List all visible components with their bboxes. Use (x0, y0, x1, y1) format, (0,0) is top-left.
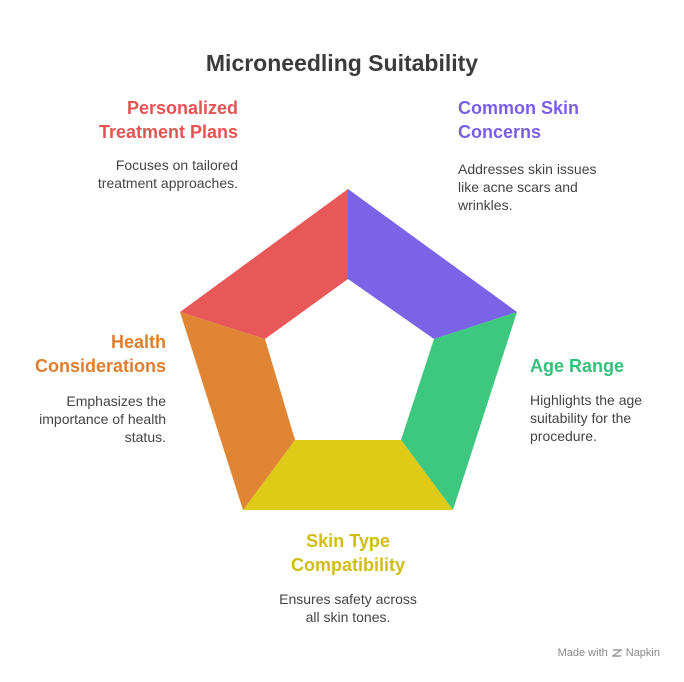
heading-personalized: Personalized Treatment Plans (98, 96, 238, 144)
heading-line: Concerns (458, 122, 542, 142)
description-age: Highlights the age suitability for the p… (530, 391, 642, 445)
diagram-title: Microneedling Suitability (205, 50, 479, 76)
block-concerns: Common Skin Concerns Addresses skin issu… (458, 96, 597, 214)
heading-line: Common Skin (458, 98, 580, 118)
segment-health (180, 312, 295, 510)
segment-skin-type (243, 440, 453, 510)
heading-line: Personalized (126, 98, 238, 118)
description-line: importance of health (39, 411, 166, 427)
description-line: Emphasizes the (66, 393, 166, 409)
heading-line: Skin Type (306, 531, 390, 551)
napkin-brand-label: Napkin (625, 647, 660, 659)
block-health: Health Considerations Emphasizes the imp… (35, 330, 166, 446)
description-line: Focuses on tailored (115, 157, 238, 173)
description-concerns: Addresses skin issues like acne scars an… (458, 160, 597, 214)
heading-concerns: Common Skin Concerns (458, 96, 597, 144)
block-skin-type: Skin Type Compatibility Ensures safety a… (200, 529, 496, 626)
description-line: procedure. (530, 428, 597, 444)
heading-line: Treatment Plans (98, 122, 238, 142)
description-line: like acne scars and (458, 179, 578, 195)
description-line: Highlights the age (530, 392, 643, 408)
heading-health: Health Considerations (35, 330, 166, 378)
description-personalized: Focuses on tailored treatment approaches… (98, 156, 238, 192)
description-health: Emphasizes the importance of health stat… (35, 392, 166, 446)
napkin-logo-icon (611, 649, 622, 657)
description-line: suitability for the (530, 410, 632, 426)
description-line: treatment approaches. (97, 175, 238, 191)
description-skin-type: Ensures safety across all skin tones. (200, 590, 496, 626)
block-age: Age Range Highlights the age suitability… (530, 354, 642, 445)
description-line: wrinkles. (458, 197, 513, 213)
footer-credit: Made with Napkin (558, 647, 660, 659)
segment-concerns (348, 189, 517, 339)
description-line: Ensures safety across (279, 591, 417, 607)
made-with-label: Made with (557, 647, 608, 659)
description-line: all skin tones. (305, 609, 391, 625)
segment-age (401, 312, 517, 510)
heading-line: Considerations (34, 356, 166, 376)
heading-line: Compatibility (290, 555, 405, 575)
description-line: status. (124, 429, 166, 445)
description-line: Addresses skin issues (458, 161, 597, 177)
segment-personalized (180, 189, 348, 339)
heading-line: Age Range (530, 356, 625, 376)
heading-skin-type: Skin Type Compatibility (200, 529, 496, 577)
heading-line: Health (110, 332, 166, 352)
heading-age: Age Range (530, 354, 642, 378)
block-personalized: Personalized Treatment Plans Focuses on … (98, 96, 238, 192)
